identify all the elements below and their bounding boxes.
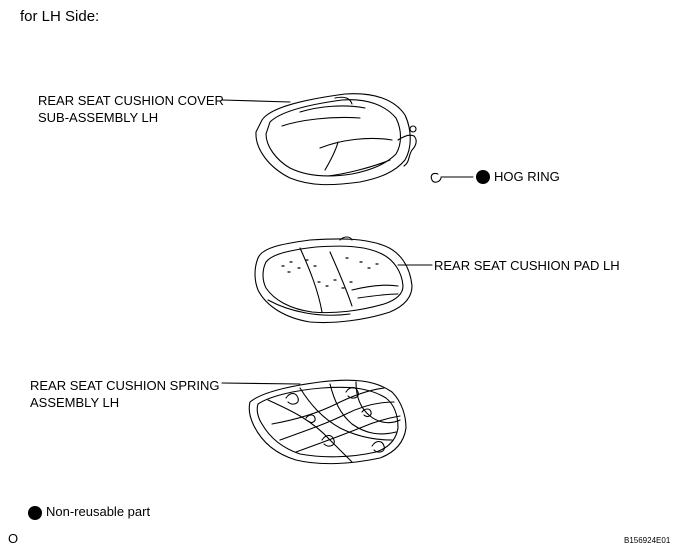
spring-leader-line: [221, 382, 301, 385]
cover-label-line-1: REAR SEAT CUSHION COVER: [38, 93, 224, 108]
footer-left-mark: O: [8, 531, 19, 546]
seat-cushion-spring-drawing: [248, 379, 407, 465]
seat-cushion-cover-drawing: [255, 93, 417, 186]
spring-label-line-1: REAR SEAT CUSHION SPRING: [30, 378, 220, 393]
cover-label-line-2: SUB-ASSEMBLY LH: [38, 110, 159, 125]
page-heading: for LH Side:: [20, 8, 100, 25]
non-reusable-dot-icon: [476, 170, 490, 184]
pad-label: REAR SEAT CUSHION PAD LH: [434, 258, 620, 273]
figure-code: B156924E01: [624, 536, 671, 545]
legend-label: Non-reusable part: [46, 504, 151, 519]
legend-dot-icon: [28, 506, 42, 520]
spring-label-line-2: ASSEMBLY LH: [30, 395, 120, 410]
seat-cushion-pad-drawing: [254, 236, 413, 324]
hog-ring-label: HOG RING: [494, 169, 560, 184]
cover-leader-line: [221, 99, 291, 103]
hog-ring-drawing: [430, 172, 474, 183]
